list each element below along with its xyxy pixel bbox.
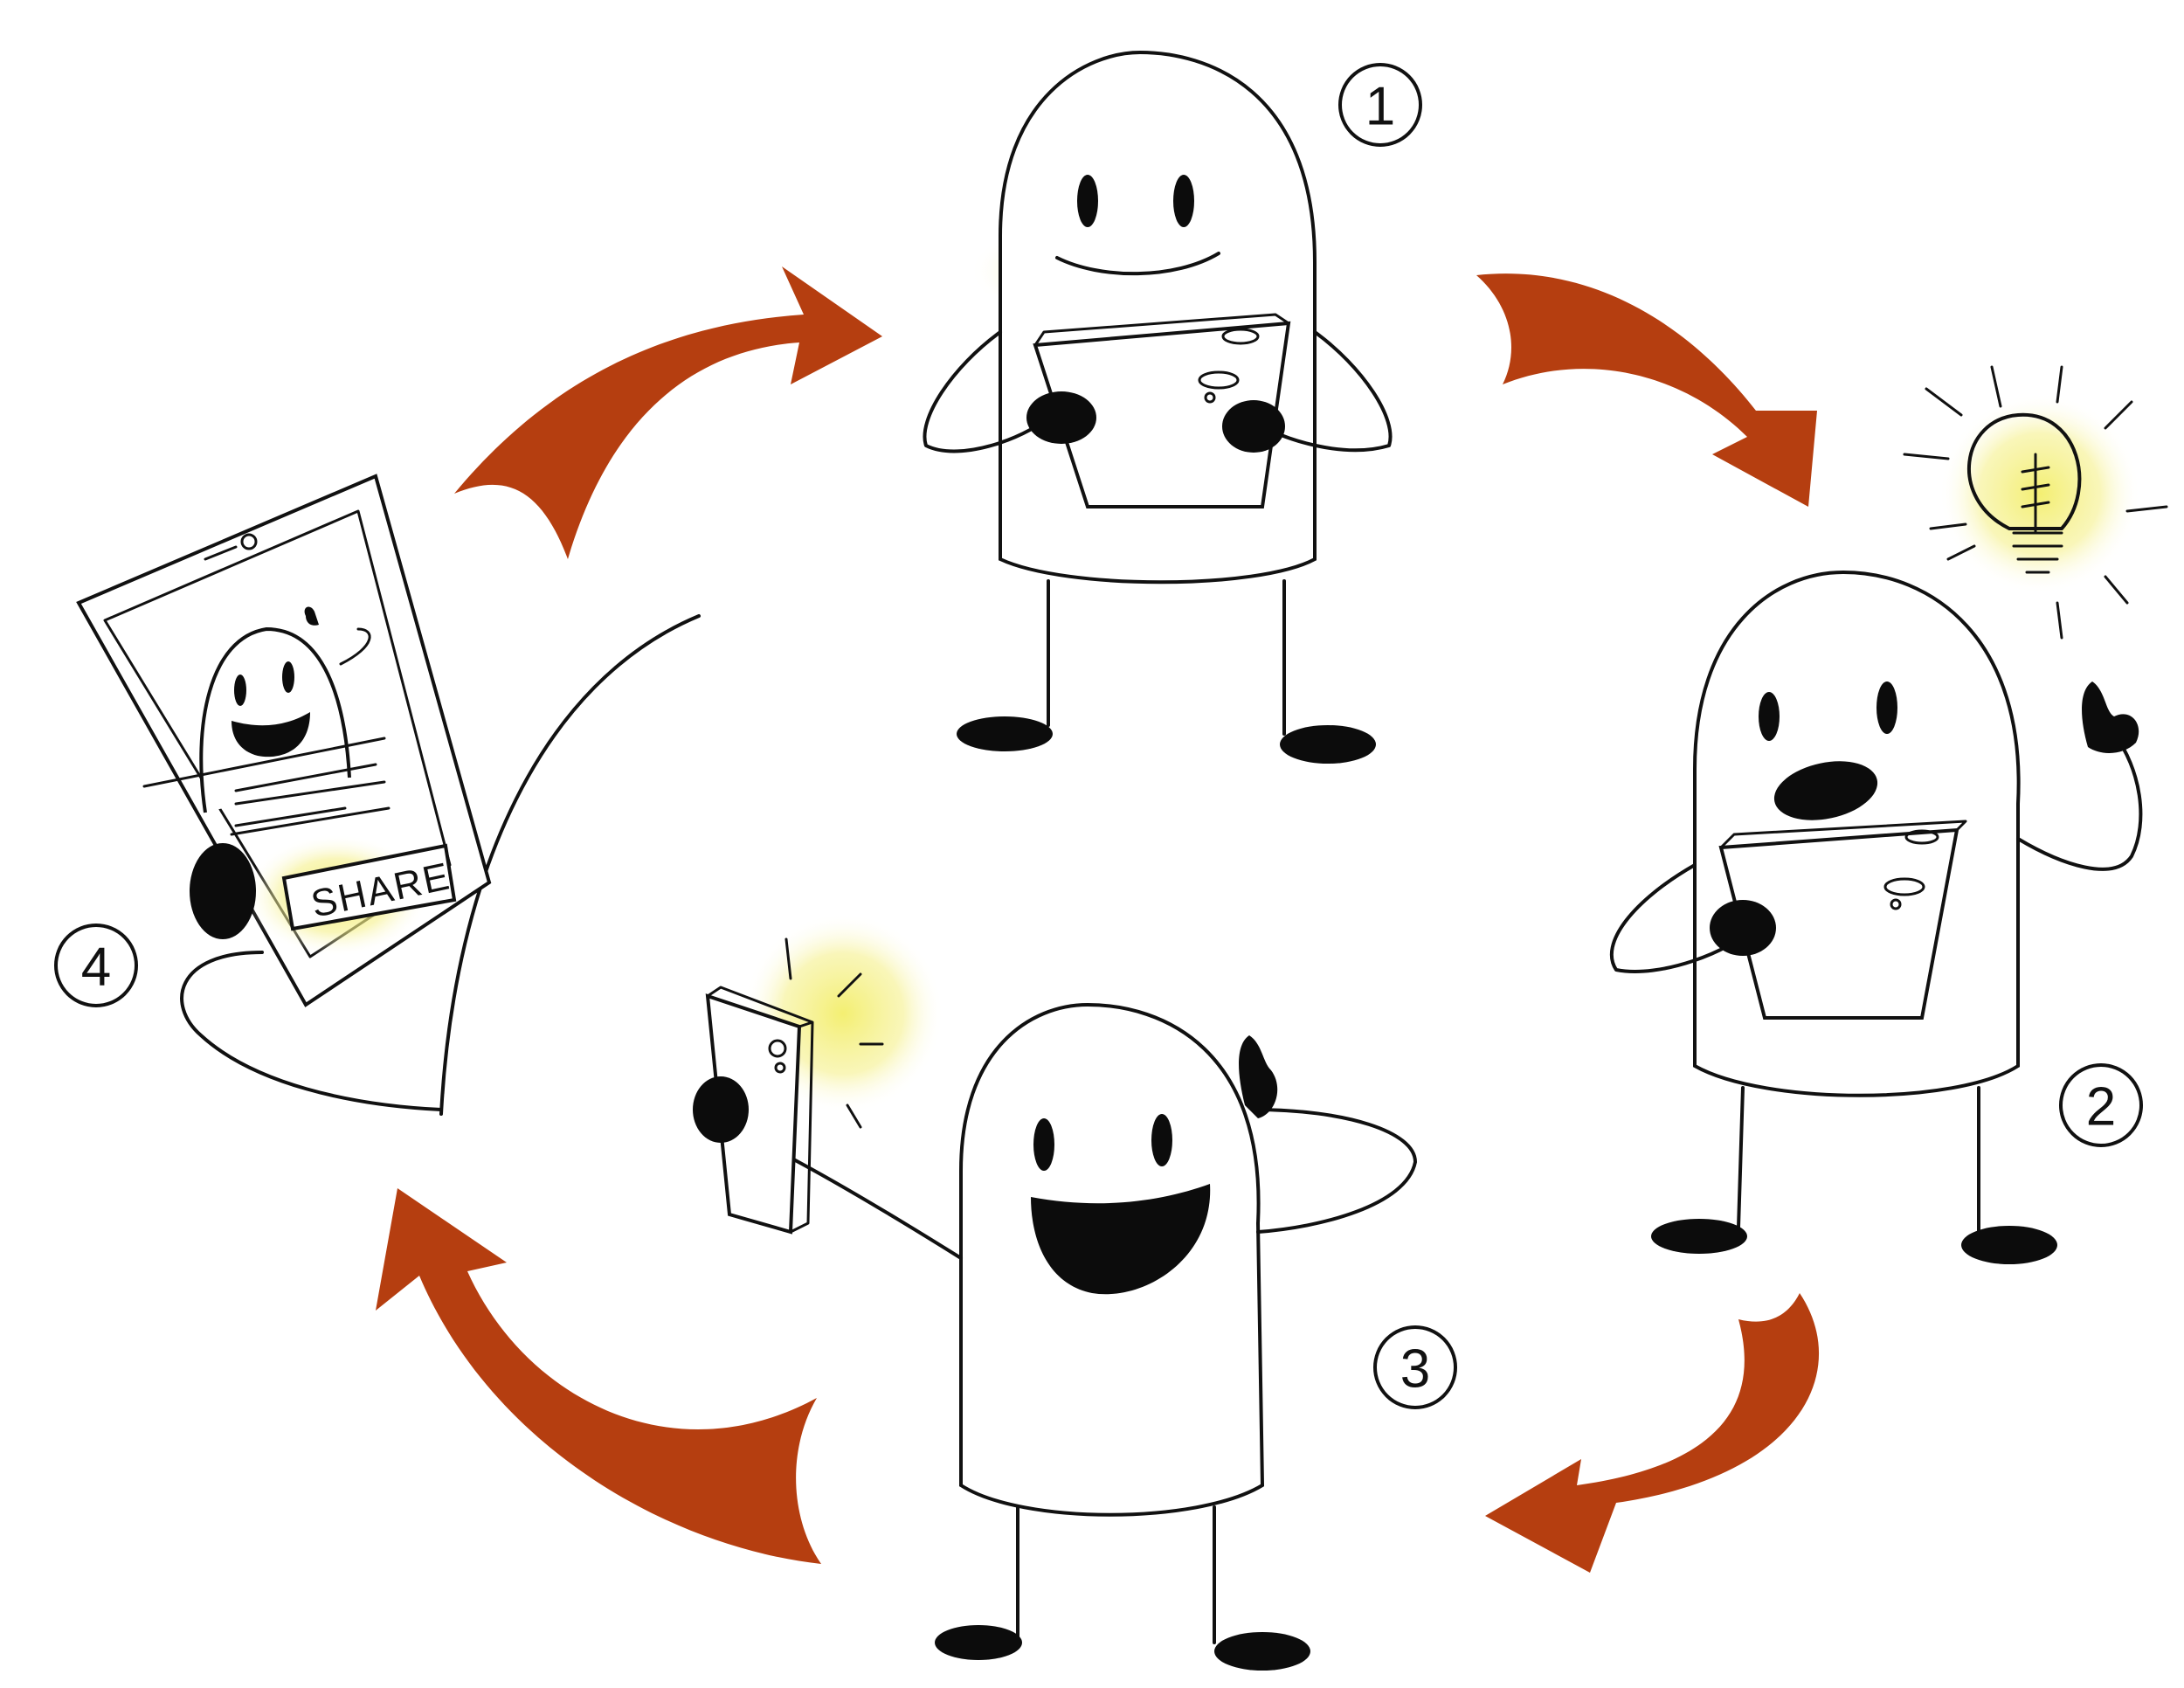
arrow-1-to-2 (1476, 273, 1817, 507)
character-2 (1610, 365, 2168, 1264)
tablet-icon (1033, 313, 1291, 508)
step-badge-4: 4 (54, 924, 138, 1007)
step-badge-3: 3 (1373, 1325, 1457, 1409)
lightbulb-icon (1903, 365, 2168, 640)
phone-icon: SHARE (76, 474, 492, 1007)
step-badge-2: 2 (2059, 1063, 2143, 1147)
arrow-4-to-1 (454, 266, 882, 559)
tablet-icon (1718, 820, 1967, 1020)
arrow-3-to-4 (376, 1188, 821, 1564)
arrow-2-to-3 (1485, 1293, 1820, 1573)
step-number-3: 3 (1400, 1339, 1430, 1400)
step-number-4: 4 (81, 937, 111, 998)
character-3 (693, 913, 1417, 1671)
step-4-scene: SHARE (76, 474, 701, 1116)
step-number-2: 2 (2086, 1077, 2116, 1138)
character-1 (923, 50, 1393, 764)
step-badge-1: 1 (1338, 63, 1422, 147)
step-number-1: 1 (1365, 77, 1395, 137)
